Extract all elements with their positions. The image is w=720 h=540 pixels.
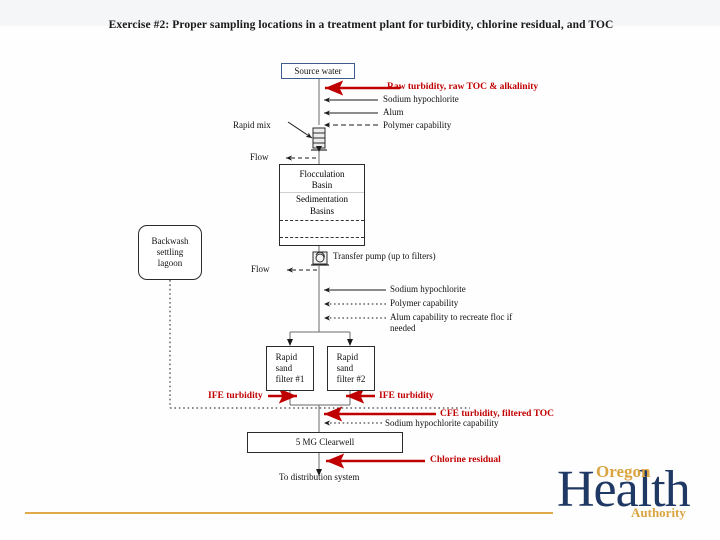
logo-rule bbox=[25, 512, 553, 514]
logo-word-authority: Authority bbox=[631, 505, 686, 520]
feed-top-0-label: Sodium hypochlorite bbox=[383, 94, 459, 104]
node-backwash-line2: settling bbox=[156, 247, 184, 257]
divider-floc-sed bbox=[280, 192, 364, 193]
feed-top-1-label: Alum bbox=[383, 107, 404, 117]
node-filter1-line3: filter #1 bbox=[275, 374, 305, 384]
feed-top-2-label: Polymer capability bbox=[383, 120, 452, 130]
sample-point-ife-left-label: IFE turbidity bbox=[208, 391, 263, 401]
node-clearwell-label: 5 MG Clearwell bbox=[295, 437, 355, 447]
node-sedimentation-line2: Basins bbox=[309, 206, 334, 216]
feed-mid-0-label: Sodium hypochlorite bbox=[390, 284, 466, 294]
node-backwash-line3: lagoon bbox=[157, 258, 183, 268]
divider-sed-1 bbox=[280, 220, 364, 221]
node-rapid-sand-filter-2[interactable]: Rapid sand filter #2 bbox=[327, 346, 375, 391]
feed-mid-1-label: Polymer capability bbox=[390, 298, 459, 308]
logo-word-health: Health bbox=[557, 461, 691, 518]
sample-point-cfe-label: CFE turbidity, filtered TOC bbox=[440, 409, 555, 419]
node-source-water-label: Source water bbox=[294, 65, 342, 76]
node-filter2-line2: sand bbox=[336, 363, 354, 373]
page-title: Exercise #2: Proper sampling locations i… bbox=[108, 19, 614, 31]
node-sedimentation-line1: Sedimentation bbox=[296, 194, 348, 204]
divider-sed-2 bbox=[280, 237, 364, 238]
feed-mid-2-label: Alum capability to recreate floc if need… bbox=[390, 312, 513, 333]
node-flocculation-sedimentation[interactable]: Flocculation Basin Sedimentation Basins bbox=[279, 164, 365, 246]
node-filter2-line3: filter #2 bbox=[336, 374, 366, 384]
sample-point-raw-label: Raw turbidity, raw TOC & alkalinity bbox=[387, 82, 539, 92]
node-backwash-settling-lagoon[interactable]: Backwash settling lagoon bbox=[138, 225, 202, 280]
node-rapid-sand-filter-1[interactable]: Rapid sand filter #1 bbox=[266, 346, 314, 391]
sample-point-ife-right-label: IFE turbidity bbox=[379, 391, 434, 401]
node-filter1-line2: sand bbox=[275, 363, 293, 373]
logo-word-oregon: Oregon bbox=[596, 462, 651, 481]
sample-point-chlorine-residual-label: Chlorine residual bbox=[430, 455, 501, 465]
label-rapid-mix: Rapid mix bbox=[233, 120, 271, 130]
node-filter2-line1: Rapid bbox=[336, 352, 359, 362]
node-source-water[interactable]: Source water bbox=[281, 63, 355, 79]
feed-post-filter-chem-label: Sodium hypochlorite capability bbox=[385, 418, 499, 428]
node-flocculation-line1: Flocculation bbox=[299, 169, 345, 179]
label-to-distribution-system: To distribution system bbox=[279, 472, 360, 482]
top-band bbox=[0, 0, 720, 26]
node-flocculation-line2: Basin bbox=[311, 180, 333, 190]
label-flow-2: Flow bbox=[251, 264, 270, 274]
node-clearwell[interactable]: 5 MG Clearwell bbox=[247, 432, 403, 453]
label-transfer-pump: Transfer pump (up to filters) bbox=[333, 251, 436, 261]
oregon-health-authority-logo: Health Oregon Authority bbox=[543, 462, 715, 524]
label-flow-1: Flow bbox=[250, 152, 269, 162]
node-filter1-line1: Rapid bbox=[275, 352, 298, 362]
node-backwash-line1: Backwash bbox=[151, 236, 189, 246]
